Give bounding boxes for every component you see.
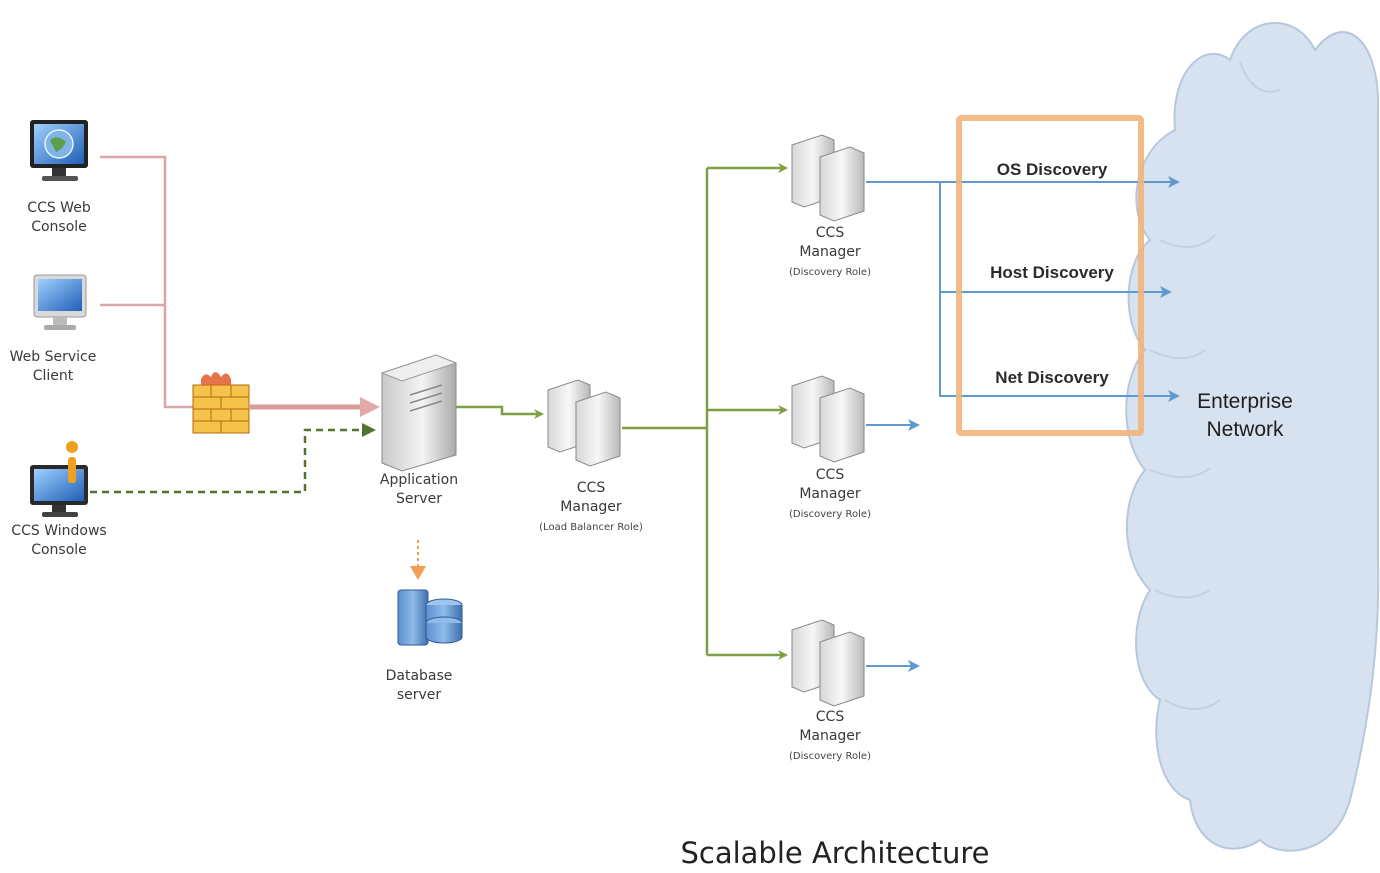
server-tower-icon: [380, 354, 458, 472]
monitor-info-icon: [30, 441, 88, 517]
windows-console-dashed-link: [90, 423, 376, 494]
firewall-icon: [192, 372, 250, 434]
server-pair-icon-lb: [547, 379, 621, 467]
firewall-to-app-arrow: [250, 397, 380, 417]
internal-links: [455, 163, 788, 660]
label-host-discovery: Host Discovery: [990, 263, 1114, 282]
monitor-icon: [33, 274, 87, 330]
server-pair-icon-2: [791, 375, 865, 463]
label-os-discovery: OS Discovery: [996, 160, 1108, 179]
diagram-title: Scalable Architecture: [680, 836, 990, 870]
monitor-globe-icon: [30, 120, 88, 181]
db-arrow: [410, 540, 426, 580]
cloud-icon: [1125, 22, 1380, 852]
server-pair-icon-1: [791, 134, 865, 222]
server-pair-icon-3: [791, 619, 865, 707]
discovery-links: [866, 176, 1180, 672]
discovery-highlight-box: [956, 115, 1144, 436]
label-net-discovery: Net Discovery: [995, 368, 1109, 387]
client-links: [100, 155, 195, 409]
database-icon: [397, 589, 463, 646]
